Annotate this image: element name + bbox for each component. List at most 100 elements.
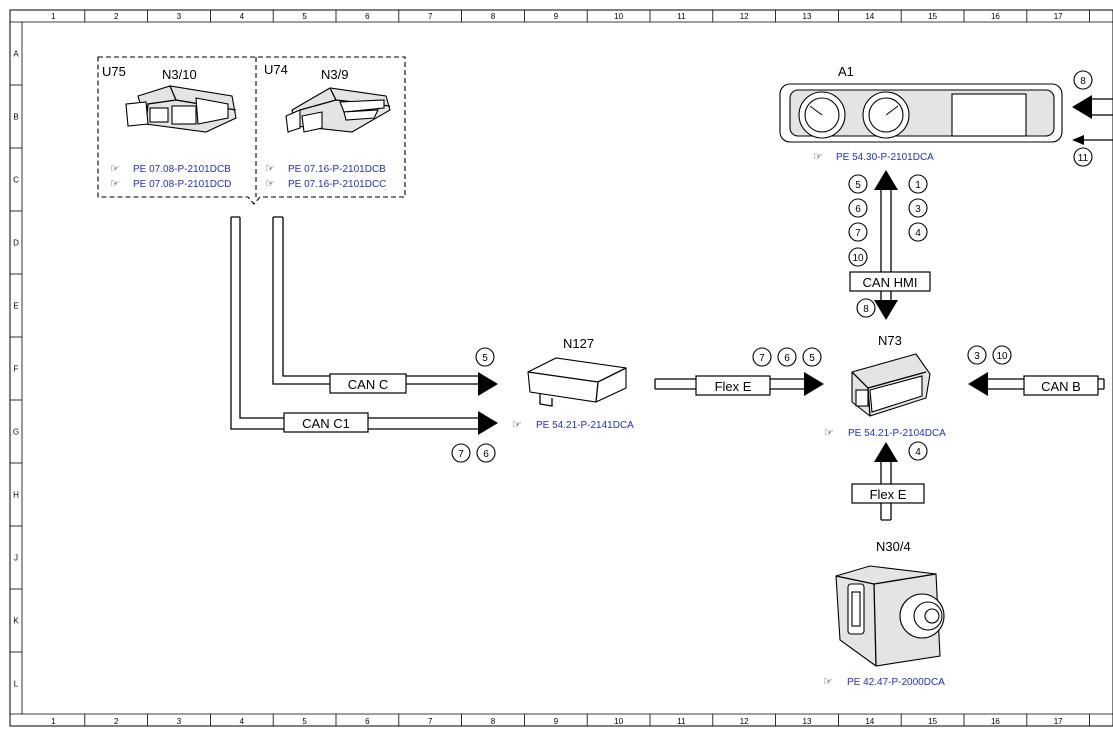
svg-text:10: 10	[852, 253, 864, 264]
label-n73: N73	[878, 333, 902, 348]
grid-ruler: 1122334455667788991010111112121313141415…	[9, 9, 1113, 727]
ruler-col-label: 7	[428, 717, 433, 726]
svg-text:6: 6	[483, 449, 489, 460]
can-c-label: CAN C	[348, 377, 388, 392]
svg-text:11: 11	[1078, 153, 1089, 164]
callout: 7	[752, 347, 772, 367]
can-b-bus: CAN B	[968, 372, 1105, 396]
svg-text:10: 10	[996, 351, 1008, 362]
svg-text:☞: ☞	[813, 151, 823, 163]
svg-text:1: 1	[915, 180, 921, 191]
callouts: 5 7 6 7 6 5 5 6 7 10 1 3 4 8 3 10 4 8 11	[451, 70, 1093, 463]
ruler-row-label: B	[13, 113, 18, 122]
svg-text:7: 7	[759, 353, 765, 364]
ruler-col-label: 10	[614, 12, 623, 21]
label-n3-9: N3/9	[321, 67, 348, 82]
ruler-col-label: 11	[677, 12, 686, 21]
svg-text:☞: ☞	[110, 163, 120, 175]
a1-right-inputs	[1072, 95, 1113, 145]
ref-n3-9-2[interactable]: ☞ PE 07.16-P-2101DCC	[265, 178, 386, 190]
ruler-row-label: H	[13, 491, 19, 500]
ruler-col-label: 8	[491, 12, 496, 21]
ruler-row-label: D	[13, 239, 19, 248]
ref-n3-10-2[interactable]: ☞ PE 07.08-P-2101DCD	[110, 178, 231, 190]
svg-text:7: 7	[855, 228, 861, 239]
ref-n3-10-1[interactable]: ☞ PE 07.08-P-2101DCB	[110, 163, 231, 175]
ref-n30-4[interactable]: ☞ PE 42.47-P-2000DCA	[823, 676, 945, 688]
ruler-col-label: 14	[865, 717, 874, 726]
flex-e-label-2: Flex E	[870, 487, 907, 502]
ruler-col-label: 5	[302, 717, 307, 726]
callout: 3	[967, 345, 987, 365]
ruler-row-label: K	[13, 617, 19, 626]
svg-text:PE 07.16-P-2101DCC: PE 07.16-P-2101DCC	[288, 179, 386, 190]
svg-text:7: 7	[458, 449, 464, 460]
can-b-label: CAN B	[1041, 379, 1081, 394]
svg-text:5: 5	[482, 353, 488, 364]
ref-a1[interactable]: ☞ PE 54.30-P-2101DCA	[813, 151, 934, 163]
n73-module: N73 ☞ PE 54.21-P-2104DCA	[824, 333, 946, 439]
svg-text:PE 54.30-P-2101DCA: PE 54.30-P-2101DCA	[836, 152, 934, 163]
can-c-bus: CAN C	[272, 216, 498, 396]
svg-text:5: 5	[855, 180, 861, 191]
ruler-col-label: 3	[177, 717, 182, 726]
ruler-col-label: 16	[991, 12, 1000, 21]
ruler-col-label: 13	[803, 717, 812, 726]
ruler-col-label: 5	[302, 12, 307, 21]
ruler-col-label: 1	[51, 12, 56, 21]
ruler-col-label: 4	[240, 717, 245, 726]
ruler-row-label: J	[14, 554, 18, 563]
svg-text:PE 07.08-P-2101DCB: PE 07.08-P-2101DCB	[133, 164, 231, 175]
flex-e-bus-2: Flex E	[851, 442, 925, 521]
svg-text:6: 6	[784, 353, 790, 364]
svg-text:☞: ☞	[823, 676, 833, 688]
callout: 4	[908, 441, 928, 461]
n30-4-module: N30/4 ☞ PE 42.47-P-2000DCA	[823, 539, 945, 688]
svg-text:PE 07.16-P-2101DCB: PE 07.16-P-2101DCB	[288, 164, 386, 175]
ruler-col-label: 11	[677, 717, 686, 726]
callout: 10	[992, 345, 1012, 365]
callout: 6	[476, 443, 496, 463]
ruler-col-label: 9	[554, 717, 559, 726]
callout: 7	[848, 222, 868, 242]
callout: 11	[1073, 147, 1093, 167]
callout: 3	[908, 198, 928, 218]
svg-text:5: 5	[809, 353, 815, 364]
svg-text:4: 4	[915, 447, 921, 458]
label-n127: N127	[563, 336, 594, 351]
ref-n73[interactable]: ☞ PE 54.21-P-2104DCA	[824, 427, 946, 439]
flex-e-bus-1: Flex E	[654, 372, 824, 396]
svg-text:☞: ☞	[512, 419, 522, 431]
can-c1-label: CAN C1	[302, 416, 350, 431]
svg-text:☞: ☞	[824, 427, 834, 439]
ecu-n3-9-icon	[285, 87, 391, 133]
callout: 5	[848, 174, 868, 194]
ref-n127[interactable]: ☞ PE 54.21-P-2141DCA	[512, 419, 634, 431]
svg-text:3: 3	[915, 204, 921, 215]
ruler-row-label: L	[14, 680, 19, 689]
callout: 6	[848, 198, 868, 218]
ruler-col-label: 8	[491, 717, 496, 726]
callout: 7	[451, 443, 471, 463]
ruler-col-label: 15	[928, 12, 937, 21]
ruler-col-label: 1	[51, 717, 56, 726]
ruler-col-label: 2	[114, 717, 119, 726]
engine-ecu-group: U75 N3/10 U74 N3/9 ☞ PE 07.08-P-210	[97, 56, 406, 205]
svg-text:☞: ☞	[110, 178, 120, 190]
ruler-col-label: 15	[928, 717, 937, 726]
ruler-col-label: 10	[614, 717, 623, 726]
label-u74: U74	[264, 62, 288, 77]
svg-text:4: 4	[915, 228, 921, 239]
label-n3-10: N3/10	[162, 67, 197, 82]
svg-text:8: 8	[863, 304, 869, 315]
svg-text:PE 07.08-P-2101DCD: PE 07.08-P-2101DCD	[133, 179, 231, 190]
svg-text:3: 3	[974, 351, 980, 362]
ruler-col-label: 4	[240, 12, 245, 21]
svg-text:PE 42.47-P-2000DCA: PE 42.47-P-2000DCA	[847, 677, 945, 688]
ruler-row-label: A	[13, 50, 19, 59]
ref-n3-9-1[interactable]: ☞ PE 07.16-P-2101DCB	[265, 163, 386, 175]
ruler-col-label: 3	[177, 12, 182, 21]
can-hmi-bus: CAN HMI	[849, 170, 931, 320]
ruler-row-label: F	[14, 365, 19, 374]
